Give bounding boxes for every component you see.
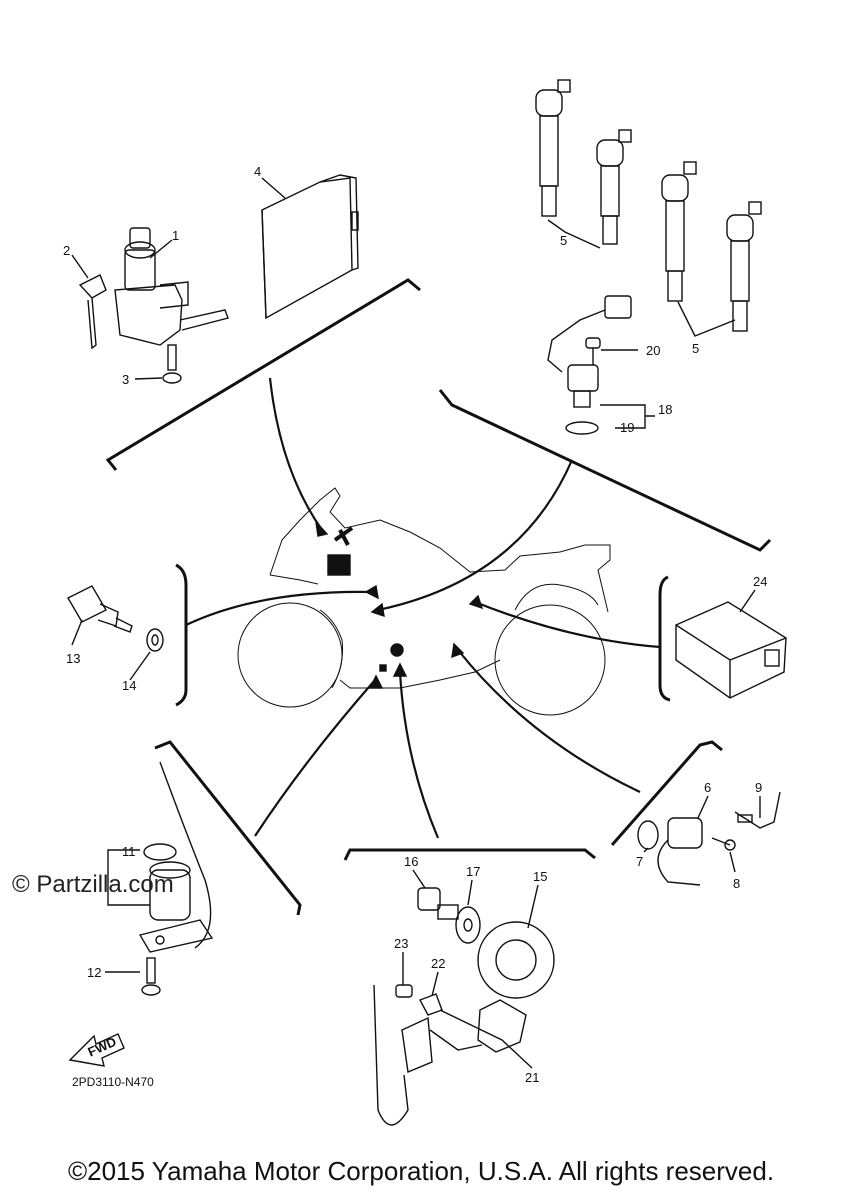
motorcycle-outline	[237, 487, 611, 716]
leader-line	[527, 884, 539, 929]
fwd-label: FWD	[85, 1034, 118, 1060]
part-number-label: 3	[122, 372, 129, 387]
leader-line	[600, 404, 655, 429]
part-number-label: 9	[755, 780, 762, 795]
watermark: © Partzilla.com	[12, 871, 174, 898]
part-number-label: 5	[560, 233, 567, 248]
leader-ecu	[268, 377, 323, 531]
copyright-notice: ©2015 Yamaha Motor Corporation, U.S.A. A…	[67, 1156, 775, 1186]
ignition-coil	[726, 201, 762, 332]
leader-line	[149, 239, 173, 259]
pickup-rotor	[477, 921, 555, 999]
part-number-label: 7	[636, 854, 643, 869]
bracket-bottom-center	[343, 848, 596, 861]
ignition-coil	[535, 79, 571, 217]
crank-sensor	[547, 295, 632, 435]
part-number-label: 15	[533, 869, 547, 884]
leader-temp-sensor	[185, 590, 373, 626]
leader-pickup	[398, 671, 440, 839]
part-number-label: 20	[646, 343, 660, 358]
leader-line	[697, 795, 709, 819]
part-number-label: 16	[404, 854, 418, 869]
bracket-bottom-right	[610, 740, 723, 846]
ignition-coil	[661, 161, 697, 302]
leader-line	[71, 619, 83, 646]
part-number-label: 22	[431, 956, 445, 971]
arrow-head	[370, 602, 385, 618]
ecu-unit	[261, 174, 359, 320]
relay-location-marker	[390, 643, 404, 657]
rectifier-regulator	[675, 601, 787, 699]
temp-sensor	[67, 585, 164, 652]
bracket-top-left	[105, 278, 421, 471]
neutral-switch	[637, 791, 781, 886]
switch-location-marker	[379, 664, 387, 672]
part-number-label: 5	[692, 341, 699, 356]
part-number-label: 21	[525, 1070, 539, 1085]
part-number-label: 19	[620, 420, 634, 435]
part-number-label: 4	[254, 164, 261, 179]
key	[78, 274, 107, 350]
leader-line	[729, 851, 736, 873]
leader-line	[677, 301, 736, 337]
part-number-label: 18	[658, 402, 672, 417]
leader-line	[739, 589, 756, 613]
arrow-head	[392, 662, 408, 677]
pickup-bolt	[417, 887, 459, 920]
ignition-location-marker	[333, 526, 354, 546]
leader-line	[547, 219, 601, 249]
pickup-coil	[373, 984, 527, 1126]
arrow-head	[451, 642, 465, 659]
ignition-coil	[596, 129, 632, 245]
leader-line	[643, 847, 649, 853]
bracket-left	[175, 563, 188, 707]
bracket-bottom-left	[154, 740, 302, 916]
ecu-location-marker	[327, 554, 351, 576]
leader-line	[134, 377, 163, 380]
part-number-label: 12	[87, 965, 101, 980]
leader-line	[431, 971, 439, 997]
relay-solenoid	[138, 761, 214, 996]
part-labels: 1 2 3 4 5 5 20 18 19 13 14 24 6 9 7 8 11…	[63, 164, 767, 1085]
leader-line	[129, 651, 151, 681]
leader-line	[71, 254, 89, 279]
leader-line	[261, 177, 286, 199]
part-number-label: 1	[172, 228, 179, 243]
arrow-head	[468, 594, 484, 610]
part-number-label: 24	[753, 574, 767, 589]
part-number-label: 2	[63, 243, 70, 258]
bracket-right	[658, 575, 671, 702]
arrow-head	[364, 584, 379, 600]
drawing-code: 2PD3110-N470	[72, 1075, 154, 1089]
part-number-label: 13	[66, 651, 80, 666]
bracket-top-right	[438, 389, 772, 552]
part-number-label: 6	[704, 780, 711, 795]
leader-line	[412, 869, 426, 889]
main-switch	[114, 227, 229, 384]
leader-coil	[377, 459, 574, 612]
leader-relay	[254, 679, 376, 837]
leader-line	[467, 879, 473, 906]
fwd-arrow-icon	[68, 1033, 125, 1067]
part-number-label: 11	[122, 844, 136, 859]
pickup-washer	[455, 906, 481, 944]
leader-rectifier	[474, 600, 661, 649]
part-number-label: 23	[394, 936, 408, 951]
part-number-label: 8	[733, 876, 740, 891]
part-number-label: 17	[466, 864, 480, 879]
arrow-head	[314, 519, 329, 537]
leader-line	[107, 849, 150, 906]
leader-line	[439, 1009, 533, 1069]
part-number-label: 14	[122, 678, 136, 693]
leader-neutral	[457, 649, 641, 793]
